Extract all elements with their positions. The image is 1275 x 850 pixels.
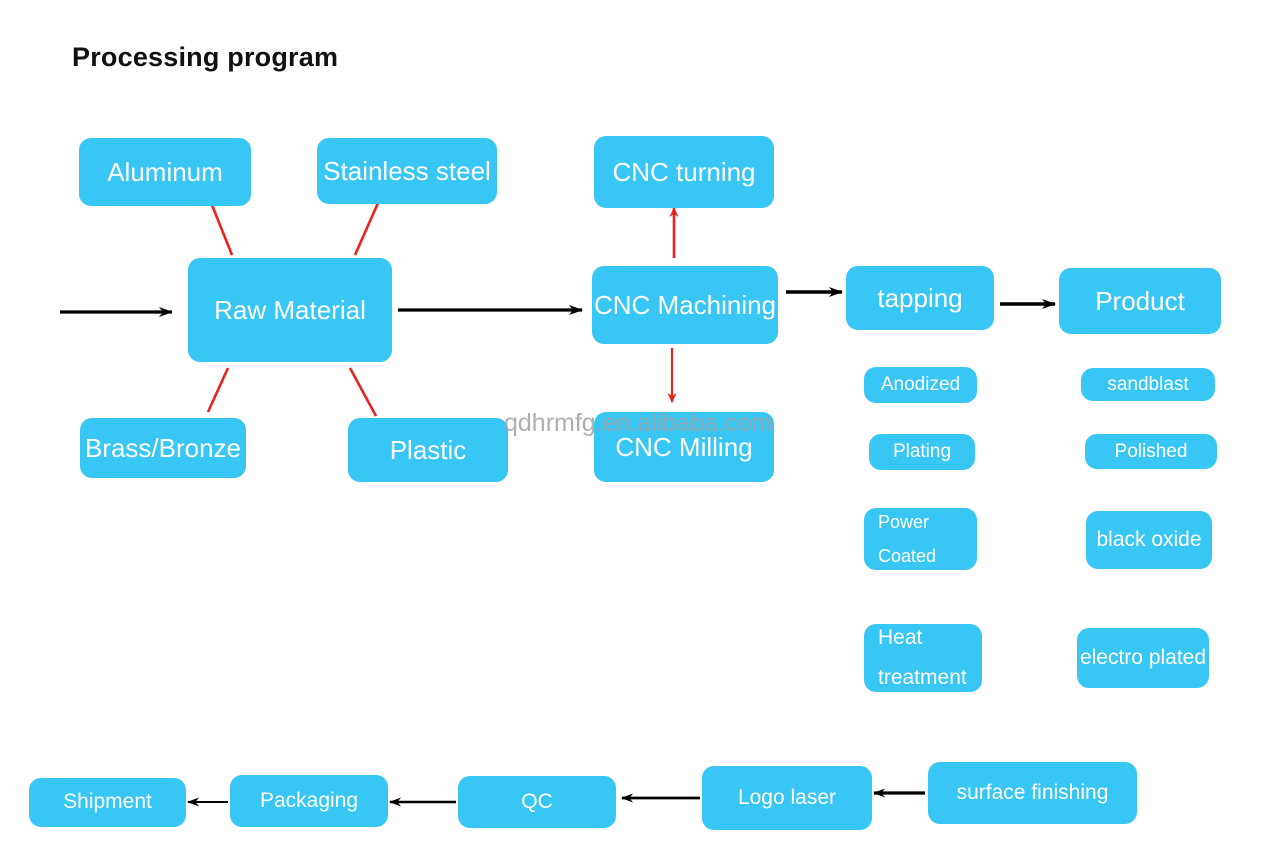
line-brass-bronze-to-raw-material (206, 367, 230, 413)
node-aluminum-label: Aluminum (107, 156, 223, 187)
node-shipment[interactable]: Shipment (29, 778, 186, 827)
node-power-coated[interactable]: Power Coated (864, 508, 977, 570)
node-power-coated-label-line2: Coated (878, 546, 937, 566)
node-stainless-steel-label: Stainless steel (323, 155, 491, 186)
node-sandblast[interactable]: sandblast (1081, 368, 1215, 401)
line-stainless-steel-to-raw-material (353, 202, 380, 256)
node-qc[interactable]: QC (458, 776, 616, 828)
node-anodized[interactable]: Anodized (864, 367, 977, 403)
node-heat-treatment-label-line1: Heat (878, 626, 923, 650)
node-cnc-machining[interactable]: CNC Machining (592, 266, 778, 344)
node-qc-label: QC (521, 789, 553, 813)
node-packaging-label: Packaging (259, 788, 359, 812)
node-heat-treatment[interactable]: Heat treatment (864, 624, 982, 692)
node-sandblast-label: sandblast (1107, 373, 1189, 395)
node-plastic[interactable]: Plastic (348, 418, 508, 482)
node-brass-bronze-label: Brass/Bronze (84, 432, 242, 463)
node-tapping[interactable]: tapping (846, 266, 994, 330)
node-cnc-machining-label: CNC Machining (593, 289, 777, 320)
node-black-oxide[interactable]: black oxide (1086, 511, 1212, 569)
page-title: Processing program (72, 42, 339, 72)
node-stainless-steel[interactable]: Stainless steel (317, 138, 497, 204)
node-aluminum[interactable]: Aluminum (79, 138, 251, 206)
node-plastic-label: Plastic (389, 434, 467, 465)
node-power-coated-label-line1: Power (878, 511, 930, 532)
node-cnc-milling-label: CNC Milling (615, 431, 753, 462)
line-aluminum-to-raw-material (210, 204, 234, 256)
node-product[interactable]: Product (1059, 268, 1221, 334)
node-raw-material[interactable]: Raw Material (188, 258, 392, 362)
node-surface-finishing[interactable]: surface finishing (928, 762, 1137, 824)
node-raw-material-label: Raw Material (214, 294, 366, 325)
node-plating-label: Plating (892, 441, 952, 463)
node-shipment-label: Shipment (63, 790, 152, 814)
node-polished-label: Polished (1114, 440, 1188, 462)
node-black-oxide-label: black oxide (1096, 527, 1202, 551)
node-cnc-turning-label: CNC turning (612, 156, 756, 187)
line-plastic-to-raw-material (348, 367, 378, 417)
node-logo-laser[interactable]: Logo laser (702, 766, 872, 830)
node-electro-plated-label: electro plated (1079, 645, 1207, 669)
node-cnc-milling[interactable]: CNC Milling (594, 412, 774, 482)
node-anodized-label: Anodized (880, 374, 961, 396)
node-logo-laser-label: Logo laser (737, 785, 837, 809)
node-polished[interactable]: Polished (1085, 434, 1217, 469)
node-surface-finishing-label: surface finishing (956, 780, 1109, 804)
node-heat-treatment-label-line2: treatment (878, 666, 967, 689)
node-electro-plated[interactable]: electro plated (1077, 628, 1209, 688)
node-tapping-label: tapping (877, 282, 963, 313)
node-plating[interactable]: Plating (869, 434, 975, 470)
watermark: qdhrmfg.en.alibaba.com (504, 409, 773, 437)
node-brass-bronze[interactable]: Brass/Bronze (80, 418, 246, 478)
node-packaging[interactable]: Packaging (230, 775, 388, 827)
node-product-label: Product (1095, 285, 1185, 316)
node-cnc-turning[interactable]: CNC turning (594, 136, 774, 208)
